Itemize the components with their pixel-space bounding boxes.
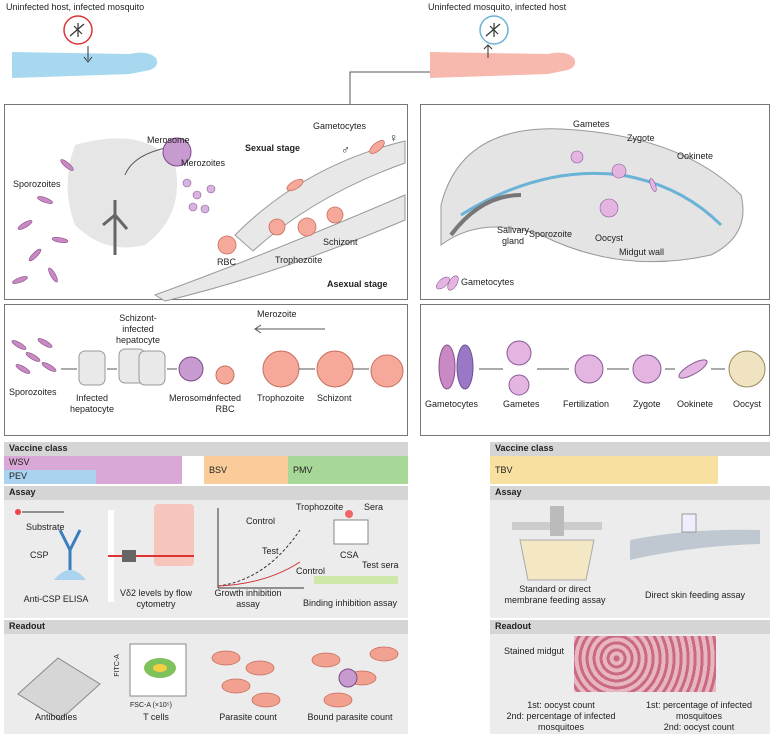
asexual-stage-label: Asexual stage: [327, 279, 388, 289]
growth-control-label: Control: [246, 516, 276, 526]
host-rbc-label: RBC: [217, 257, 237, 267]
tbv-bar: TBV: [490, 456, 718, 484]
cycle-sporozoites-label: Sporozoites: [9, 387, 57, 397]
mosquito-illustration: [436, 128, 744, 291]
binding-sera-label: Sera: [364, 502, 384, 512]
cycle-schizont-label: Schizont: [317, 393, 352, 403]
host-panel: Sporozoites Merosome Merozoites Sexual s…: [4, 104, 408, 302]
binding-test-sera-label: Test sera: [362, 560, 399, 570]
readout-left-text: 1st: oocyst count 2nd: percentage of inf…: [506, 700, 616, 732]
host-merozoites-label: Merozoites: [181, 158, 226, 168]
fsc-label: FSC-A (×10⁵): [130, 702, 172, 709]
host-cycle-panel: Sporozoites Infected hepatocyte Schizont…: [4, 304, 408, 436]
cycle-fertilization-label: Fertilization: [563, 399, 610, 409]
readout-header-right: Readout: [490, 620, 770, 634]
binding-inhibition-label: Binding inhibition assay: [302, 598, 398, 608]
readout-illustrations-left: [17, 643, 399, 721]
stained-midgut-label: Stained midgut: [504, 646, 565, 656]
binding-trophozoite-label: Trophozoite: [296, 502, 344, 512]
infected-host-arm-icon: [430, 44, 576, 78]
cycle-ookinete-label: Ookinete: [677, 399, 714, 409]
uninfected-mosquito-icon: [479, 15, 509, 45]
mosquito-ookinete-label: Ookinete: [677, 151, 714, 161]
cycle-gametocytes-label: Gametocytes: [425, 399, 479, 409]
cycle-zygote-label: Zygote: [633, 399, 661, 409]
wsv-bar-extension: [96, 470, 182, 484]
host-female-symbol: ♀: [389, 131, 398, 145]
stained-midgut-image: [574, 636, 716, 692]
assay-illustrations-left: [15, 504, 398, 602]
salivary-gland-label: Salivary gland: [496, 225, 529, 246]
tcells-label: T cells: [143, 712, 169, 722]
mosquito-cycle-panel: Gametocytes Gametes Fertilization Zygote…: [420, 304, 770, 436]
readout-right-text: 1st: percentage of infected mosquitoes 2…: [645, 700, 753, 732]
host-sporozoites-label: Sporozoites: [13, 179, 61, 189]
skin-feeding-label: Direct skin feeding assay: [644, 590, 746, 600]
cycle-oocyst-label: Oocyst: [733, 399, 762, 409]
vaccine-class-header-left: Vaccine class: [4, 442, 408, 456]
host-male-symbol: ♂: [341, 143, 350, 157]
cycle-merozoite-label: Merozoite: [257, 309, 297, 319]
cycle-trophozoite-label: Trophozoite: [257, 393, 305, 403]
pmv-bar: PMV: [288, 456, 408, 484]
schizont-hepatocyte-label: Schizont-infected hepatocyte: [115, 313, 161, 345]
mosquito-panel: Gametes Zygote Ookinete Salivary gland S…: [420, 104, 770, 300]
anti-csp-elisa-label: Anti-CSP ELISA: [23, 594, 89, 604]
mosquito-cycle-illustration: [438, 340, 766, 396]
right-caption: Uninfected mosquito, infected host: [428, 2, 567, 12]
host-gametocytes-label: Gametocytes: [313, 121, 367, 131]
pev-bar: PEV: [4, 470, 96, 484]
readout-header-left: Readout: [4, 620, 408, 634]
growth-inhibition-label: Growth inhibition assay: [214, 588, 282, 609]
host-arm-icon: [12, 46, 158, 78]
parasite-count-label: Parasite count: [219, 712, 277, 722]
infected-rbc-label: Infected RBC: [208, 393, 242, 414]
binding-control-label: Control: [296, 566, 326, 576]
midgut-wall-label: Midgut wall: [619, 247, 665, 257]
fitc-label: FITC-A: [113, 654, 121, 677]
mosquito-gametocytes-label: Gametocytes: [461, 277, 515, 287]
assay-illustrations-right: [512, 506, 760, 581]
vaccine-class-header-right: Vaccine class: [490, 442, 770, 456]
assay-header-right: Assay: [490, 486, 770, 500]
infected-hepatocyte-label: Infected hepatocyte: [69, 393, 115, 414]
membrane-feeding-label: Standard or direct membrane feeding assa…: [504, 584, 606, 605]
sexual-stage-label: Sexual stage: [245, 143, 301, 153]
cycle-merosome-label: Merosome: [169, 393, 212, 403]
host-schizont-label: Schizont: [323, 237, 358, 247]
host-illustration: [12, 137, 406, 302]
left-caption: Uninfected host, infected mosquito: [6, 2, 145, 12]
host-cycle-illustration: [11, 324, 404, 388]
infected-mosquito-icon: [63, 15, 93, 45]
growth-test-label: Test: [262, 546, 279, 556]
binding-csa-label: CSA: [340, 550, 359, 560]
host-merosome-label: Merosome: [147, 135, 190, 145]
csp-label: CSP: [30, 550, 49, 560]
mosquito-zygote-label: Zygote: [627, 133, 655, 143]
bsv-bar: BSV: [204, 456, 288, 484]
mosquito-sporozoite-label: Sporozoite: [529, 229, 573, 239]
wsv-bar: WSV: [4, 456, 182, 470]
substrate-label: Substrate: [26, 522, 65, 532]
mosquito-oocyst-label: Oocyst: [595, 233, 624, 243]
cycle-gametes-label: Gametes: [503, 399, 540, 409]
mosquito-gametes-label: Gametes: [573, 119, 610, 129]
assay-header-left: Assay: [4, 486, 408, 500]
vd2-flow-label: Vδ2 levels by flow cytometry: [119, 588, 193, 609]
host-trophozoite-label: Trophozoite: [275, 255, 323, 265]
antibodies-label: Antibodies: [34, 712, 78, 722]
bound-parasite-count-label: Bound parasite count: [307, 712, 393, 722]
